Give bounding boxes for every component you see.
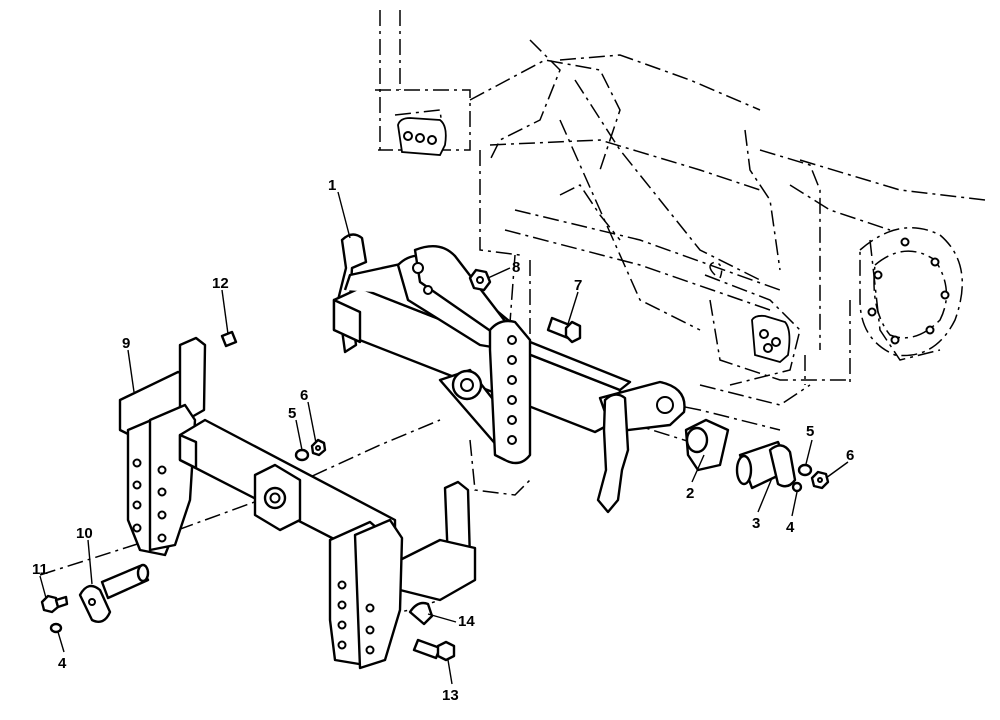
- callout-7: 7: [574, 277, 582, 294]
- lower-subframe-part-9: [118, 336, 477, 670]
- leader-lines: [39, 191, 849, 685]
- callout-2: 2: [686, 485, 694, 502]
- callout-labels: 1 2 3 4 5 6 7 8 12 9 5 6 10 11 4 14 13: [32, 177, 854, 704]
- grease-fitting-part-12: [220, 330, 238, 348]
- phantom-hub-bolts: [867, 237, 950, 345]
- callout-13: 13: [442, 687, 459, 704]
- callout-9: 9: [122, 335, 130, 352]
- bolt-part-13: [412, 638, 456, 662]
- clip-part-14: [408, 601, 434, 626]
- callout-4-right: 4: [786, 519, 795, 536]
- pin-part-10: [78, 563, 150, 623]
- callout-10: 10: [76, 525, 93, 542]
- callout-6-right: 6: [846, 447, 854, 464]
- callout-14: 14: [458, 613, 475, 630]
- callout-5-right: 5: [806, 423, 814, 440]
- callout-3: 3: [752, 515, 760, 532]
- callout-5-left: 5: [288, 405, 296, 422]
- phantom-bracket-upper: [397, 117, 447, 156]
- callout-1: 1: [328, 177, 336, 194]
- callout-11: 11: [32, 561, 48, 578]
- screw-part-4-left: [49, 622, 63, 634]
- pin-part-3: [735, 440, 797, 490]
- upper-crossframe-part-1: [332, 233, 686, 514]
- phantom-bracket-right: [751, 314, 791, 363]
- callout-6-left: 6: [300, 387, 308, 404]
- bolt-part-11: [40, 594, 69, 614]
- bushing-part-2: [684, 418, 730, 472]
- callout-8: 8: [512, 259, 520, 276]
- callout-4-left: 4: [58, 655, 67, 672]
- bolt-part-7: [546, 316, 582, 344]
- washer-part-5-right: [797, 463, 813, 477]
- nut-part-6-right: [810, 470, 830, 490]
- washer-part-5-left: [294, 448, 310, 462]
- callout-12: 12: [212, 275, 229, 292]
- nut-part-6-left: [310, 438, 327, 457]
- screw-part-4-right: [791, 481, 803, 493]
- nut-part-8: [468, 268, 492, 292]
